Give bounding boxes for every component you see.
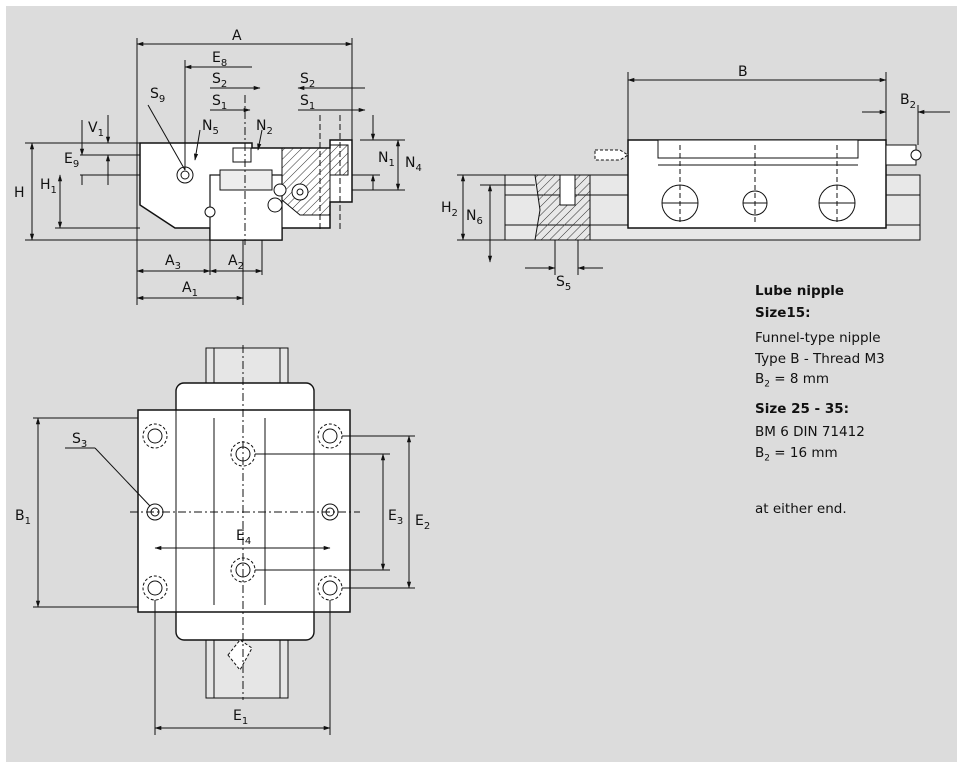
dim-b: B bbox=[738, 64, 748, 80]
svg-text:B2: B2 bbox=[900, 92, 916, 111]
svg-text:N5: N5 bbox=[202, 118, 219, 137]
svg-text:S5: S5 bbox=[556, 274, 571, 293]
svg-text:B1: B1 bbox=[15, 508, 31, 527]
svg-text:E9: E9 bbox=[64, 151, 79, 170]
svg-text:E3: E3 bbox=[388, 508, 403, 527]
notes-b2-small: B2 = 8 mm bbox=[755, 371, 830, 390]
front-view bbox=[25, 38, 405, 305]
svg-text:E8: E8 bbox=[212, 50, 227, 69]
notes-line1: Funnel-type nipple bbox=[755, 330, 881, 346]
svg-text:H2: H2 bbox=[441, 200, 458, 219]
svg-text:S2: S2 bbox=[212, 71, 227, 90]
notes-b2-large: B2 = 16 mm bbox=[755, 445, 838, 464]
svg-text:E2: E2 bbox=[415, 513, 430, 532]
svg-text:E4: E4 bbox=[236, 528, 251, 547]
notes-size15: Size15: bbox=[755, 305, 811, 321]
svg-text:H: H bbox=[14, 185, 25, 201]
top-view-labels: S3 B1 E4 E3 E2 E1 bbox=[15, 431, 430, 727]
drawing-frame bbox=[6, 6, 957, 762]
notes-either: at either end. bbox=[755, 501, 847, 517]
dim-a: A bbox=[232, 28, 242, 44]
svg-text:S1: S1 bbox=[300, 93, 315, 112]
notes-heading: Lube nipple bbox=[755, 283, 845, 299]
svg-text:S2: S2 bbox=[300, 71, 315, 90]
svg-text:N1: N1 bbox=[378, 150, 395, 169]
svg-text:N6: N6 bbox=[466, 208, 483, 227]
svg-text:V1: V1 bbox=[88, 120, 104, 139]
svg-text:S9: S9 bbox=[150, 86, 165, 105]
top-view bbox=[33, 345, 415, 735]
notes-line2: Type B - Thread M3 bbox=[755, 351, 885, 367]
svg-text:S1: S1 bbox=[212, 93, 227, 112]
notes-size25: Size 25 - 35: bbox=[755, 401, 850, 417]
svg-text:H1: H1 bbox=[40, 177, 57, 196]
svg-text:E1: E1 bbox=[233, 708, 248, 727]
svg-text:A3: A3 bbox=[165, 253, 181, 272]
svg-text:A2: A2 bbox=[228, 253, 244, 272]
side-view-labels: B B2 H2 N6 S5 bbox=[441, 64, 916, 293]
notes-line3: BM 6 DIN 71412 bbox=[755, 424, 865, 440]
svg-text:A1: A1 bbox=[182, 280, 198, 299]
side-view bbox=[457, 72, 950, 275]
svg-text:N2: N2 bbox=[256, 118, 273, 137]
svg-text:S3: S3 bbox=[72, 431, 87, 450]
front-view-labels: A E8 S2 S1 S2 S1 S9 N5 N2 V1 E9 H H1 N1 … bbox=[14, 28, 422, 299]
svg-text:N4: N4 bbox=[405, 155, 422, 174]
